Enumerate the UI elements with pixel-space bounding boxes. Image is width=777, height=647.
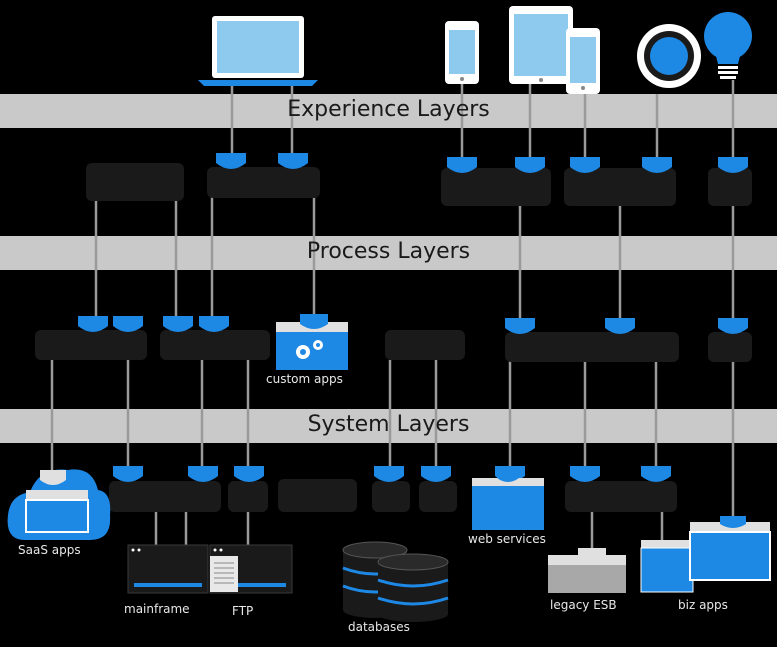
lightbulb-icon [704, 12, 752, 79]
biz-apps-box [640, 516, 771, 593]
biz-apps-label: biz apps [678, 598, 728, 612]
cloud-icon [7, 469, 111, 540]
mainframe-label: mainframe [124, 602, 190, 616]
ftp-label: FTP [232, 604, 254, 618]
laptop-icon [198, 16, 318, 86]
experience-nodes [86, 163, 752, 206]
custom-apps-label: custom apps [266, 372, 343, 386]
database-icon [342, 541, 449, 622]
web-services-label: web services [468, 532, 546, 546]
process-nodes [35, 330, 752, 362]
experience-layer-label: Experience Layers [287, 97, 490, 122]
process-layer-band [0, 236, 777, 270]
document-icon [210, 556, 238, 592]
legacy-esb-box [548, 548, 626, 593]
system-nodes [109, 479, 677, 512]
legacy-esb-label: legacy ESB [550, 598, 617, 612]
phone-icon-2 [566, 28, 600, 94]
experience-layer-band [0, 94, 777, 128]
process-layer-label: Process Layers [306, 239, 471, 264]
custom-apps-box [276, 314, 348, 370]
system-connectors [113, 466, 671, 482]
connection-lines [50, 80, 735, 555]
phone-icon [445, 21, 479, 84]
system-layer-band [0, 409, 777, 443]
web-services-box [472, 470, 544, 530]
tablet-icon [509, 6, 573, 84]
system-layer-label: System Layers [307, 412, 470, 437]
gear-icon [296, 340, 323, 359]
process-connectors [78, 316, 748, 334]
smartwatch-icon [637, 24, 701, 88]
experience-connectors [216, 153, 748, 173]
saas-apps-label: SaaS apps [18, 543, 81, 557]
databases-label: databases [348, 620, 410, 634]
